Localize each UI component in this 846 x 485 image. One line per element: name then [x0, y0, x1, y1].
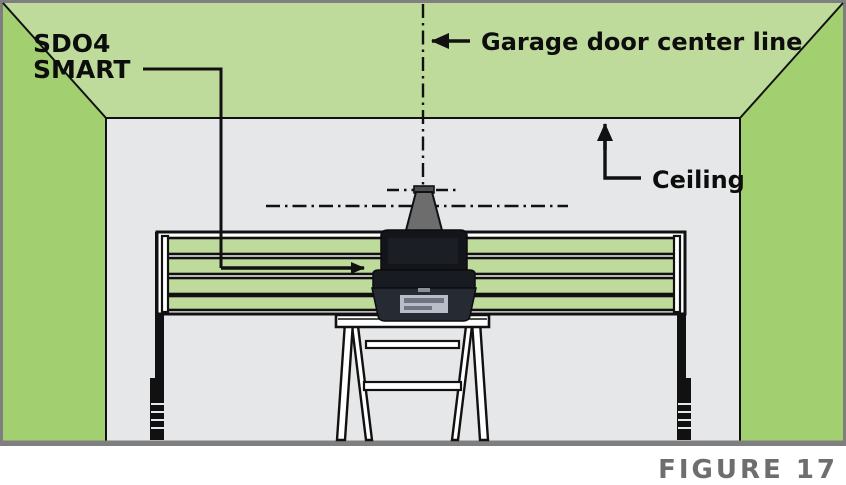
ceiling-leader-line	[603, 140, 641, 180]
right-side-wall	[740, 3, 843, 443]
opener-label-text-line-1	[404, 298, 444, 303]
device-leader-line	[143, 67, 223, 268]
left-corner-edge	[2, 2, 107, 119]
door-right-jamb	[672, 234, 682, 314]
ceiling-bracket	[402, 185, 446, 239]
right-corner-edge	[739, 2, 844, 119]
figure-caption: FIGURE 17	[658, 455, 838, 485]
ceiling-callout: Ceiling	[597, 123, 745, 194]
stool-stretcher-upper	[364, 339, 461, 350]
right-track-rail	[677, 232, 686, 438]
door-left-jamb	[160, 234, 170, 314]
ceiling-label: Ceiling	[652, 166, 745, 194]
device-label-line2: SMART	[33, 55, 130, 84]
opener-shoulder	[372, 269, 476, 289]
opener-unit	[371, 229, 477, 322]
right-track-roller-block	[677, 396, 691, 440]
center-line-label: Garage door center line	[481, 28, 802, 56]
opener-lens-label	[400, 295, 448, 313]
stool-stretcher-lower	[362, 380, 463, 392]
stool	[334, 313, 491, 442]
opener-housing-panel	[388, 238, 458, 264]
right-door-track	[677, 232, 691, 440]
left-door-track	[150, 232, 164, 440]
device-label-line1: SDO4	[33, 29, 110, 58]
device-callout: SDO4 SMART	[33, 29, 365, 274]
center-line-callout: Garage door center line	[431, 28, 802, 56]
opener-label-text-line-2	[404, 306, 432, 310]
left-track-rail	[155, 232, 164, 438]
left-track-roller-block	[150, 396, 164, 440]
left-side-wall	[3, 3, 106, 443]
opener-indicator-button	[418, 288, 430, 292]
